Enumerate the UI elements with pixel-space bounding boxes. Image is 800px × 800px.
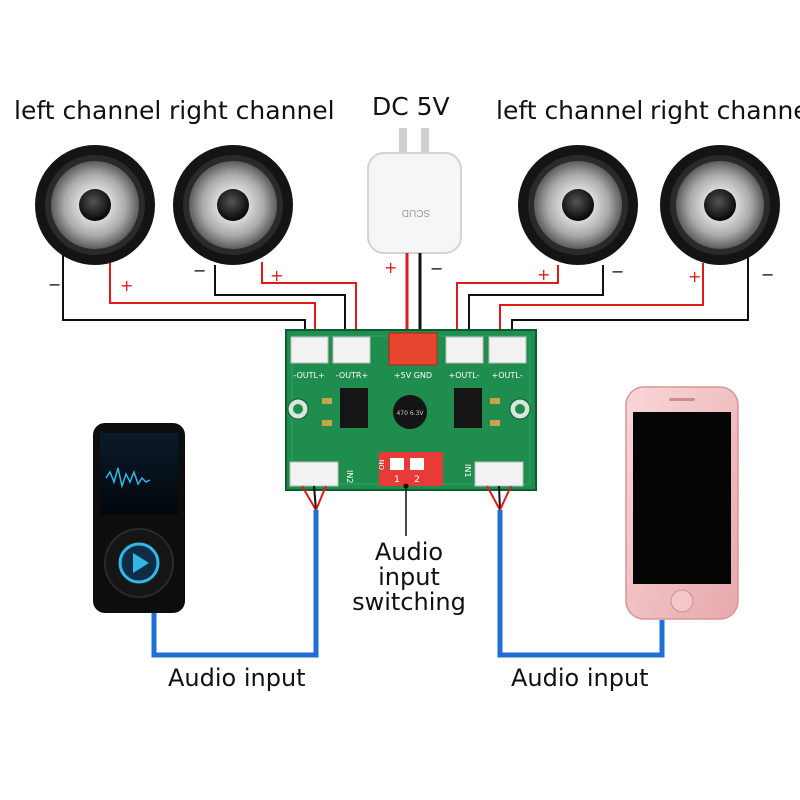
minus-3: − (611, 262, 624, 281)
polarity-markers: − + − + + − + − + − (48, 258, 774, 295)
label-audio-input-right: Audio input (511, 664, 649, 692)
label-right-channel-1: right channel (169, 96, 335, 125)
label-dc-5v: DC 5V (372, 92, 450, 121)
play-icon (133, 553, 149, 573)
plus-4: + (688, 267, 701, 286)
label-audio-input-left: Audio input (168, 664, 306, 692)
connector-outr (332, 336, 371, 364)
plus-3: + (537, 265, 550, 284)
minus-power: − (430, 259, 443, 278)
input-wires (301, 485, 512, 511)
mp3-player (93, 423, 185, 613)
label-power: +5V GND (394, 371, 432, 380)
switch-pointer (403, 483, 409, 536)
audio-cable-left (151, 510, 319, 658)
plus-1: + (120, 276, 133, 295)
label-switching-1: Audio (374, 538, 444, 566)
speaker-right-channel-1 (173, 145, 293, 265)
dip-2-label: 2 (414, 475, 420, 485)
label-outl: -OUTL+ (293, 371, 324, 380)
label-in2: IN2 (345, 470, 354, 483)
connector-in2 (289, 461, 339, 487)
connector-in1 (474, 461, 524, 487)
connector-power (388, 332, 438, 366)
minus-1: − (48, 275, 61, 294)
amplifier-board: -OUTL+ -OUTR+ +5V GND +OUTL- +OUTL- 470 … (285, 329, 537, 491)
label-outr: -OUTR+ (336, 371, 368, 380)
plus-2: + (270, 266, 283, 285)
minus-4: − (761, 265, 774, 284)
speaker-right-channel-2 (660, 145, 780, 265)
connector-outl (290, 336, 329, 364)
label-outr-2: +OUTL- (492, 371, 523, 380)
audio-cable-right (497, 510, 665, 658)
capacitor: 470 6.3V (393, 395, 427, 429)
label-in1: IN1 (463, 464, 472, 477)
connector-outr-2 (488, 336, 527, 364)
plus-power: + (384, 258, 397, 277)
label-left-channel-1: left channel (14, 96, 162, 125)
minus-2: − (193, 261, 206, 280)
label-switching-3: switching (352, 588, 466, 616)
label-switching-2: input (378, 563, 440, 591)
connector-outl-2 (445, 336, 484, 364)
usb-power-adapter: SCUD (367, 128, 462, 254)
label-right-channel-2: right channe (650, 96, 800, 125)
speaker-left-channel-2 (518, 145, 638, 265)
dip-1-label: 1 (394, 475, 400, 485)
audio-input-switch[interactable]: ON 1 2 (378, 452, 443, 486)
dip-on-label: ON (378, 459, 386, 470)
speaker-left-channel-1 (35, 145, 155, 265)
capacitor-text: 470 6.3V (396, 410, 424, 417)
label-outl-2: +OUTL- (449, 371, 480, 380)
smartphone (625, 386, 739, 620)
label-left-channel-2: left channel (496, 96, 644, 125)
adapter-brand: SCUD (402, 207, 430, 218)
